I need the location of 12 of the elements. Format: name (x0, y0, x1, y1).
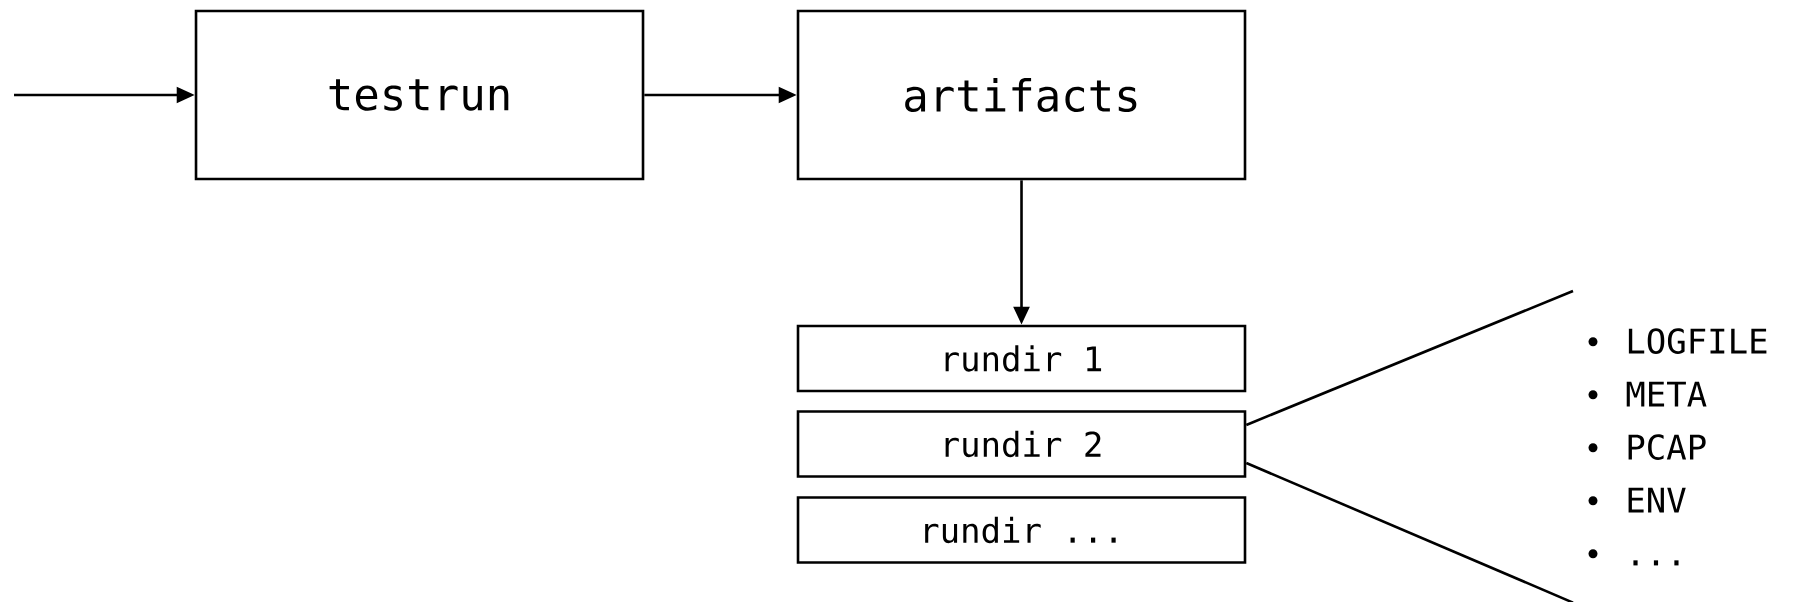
process-box: rundir ... (796, 496, 1247, 564)
bracket-line (1245, 289, 1574, 427)
process-box: rundir 2 (796, 410, 1247, 478)
process-box: artifacts (796, 9, 1247, 181)
bracket-line (1245, 461, 1574, 602)
process-box: rundir 1 (796, 324, 1247, 393)
list-item: PCAP (1628, 434, 1706, 460)
list-item: ... (1633, 560, 1679, 566)
process-box: testrun (194, 9, 645, 181)
list-item: META (1626, 381, 1707, 407)
list-item: LOGFILE (1628, 328, 1767, 354)
list-item: ENV (1628, 487, 1686, 513)
